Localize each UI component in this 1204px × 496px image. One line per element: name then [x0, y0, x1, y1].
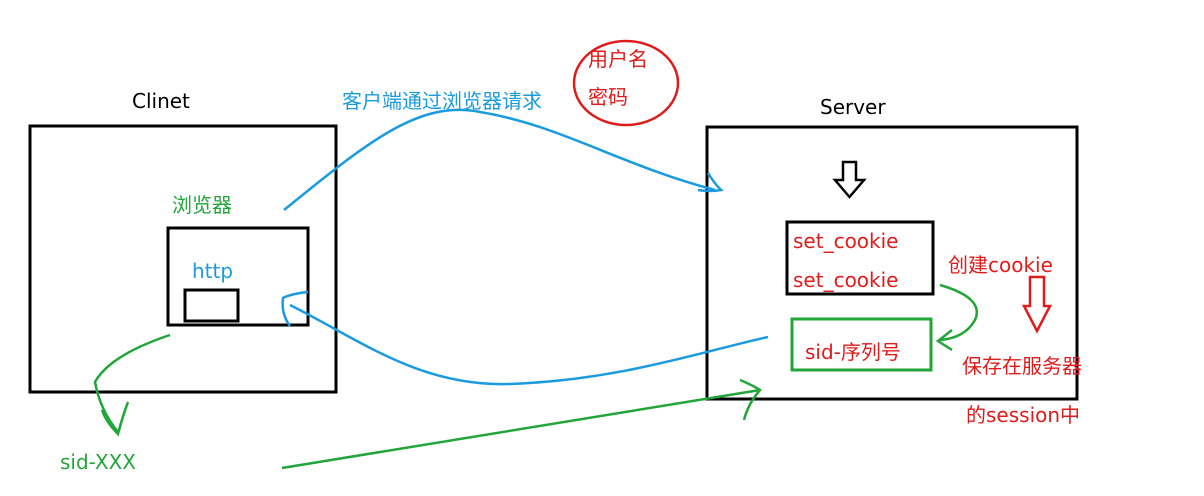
cookie-to-sid-arrowhead-icon	[935, 329, 953, 352]
client-title: Clinet	[132, 89, 190, 113]
credentials-line-1: 用户名	[588, 47, 648, 71]
red-down-arrow-icon	[1021, 275, 1053, 334]
save-note-line-2: 的session中	[966, 403, 1080, 427]
set-cookie-line-2: set_cookie	[793, 268, 898, 292]
response-arrow	[289, 303, 769, 386]
http-box	[166, 226, 310, 327]
http-label: http	[192, 259, 233, 283]
sid-box-label: sid-序列号	[805, 340, 901, 364]
browser-label: 浏览器	[172, 193, 232, 217]
client-to-server-arrowhead-icon	[739, 378, 762, 421]
client-box	[28, 124, 338, 394]
create-cookie-note: 创建cookie	[948, 253, 1053, 277]
down-arrow-icon	[832, 160, 867, 199]
request-arrowhead-icon	[697, 172, 724, 193]
server-title: Server	[820, 95, 886, 119]
request-note: 客户端通过浏览器请求	[342, 89, 542, 113]
client-to-server-arrow	[281, 388, 761, 470]
cookie-to-sid-arrow	[939, 283, 978, 342]
save-note-line-1: 保存在服务器	[962, 354, 1082, 378]
response-arrowhead-icon	[281, 290, 309, 327]
http-inner-box	[183, 288, 240, 323]
server-box	[705, 125, 1079, 401]
sid-box	[790, 317, 933, 372]
set-cookie-line-1: set_cookie	[793, 229, 898, 253]
http-to-sid-arrowhead-icon	[100, 401, 130, 437]
client-sid-label: sid-XXX	[60, 450, 136, 474]
request-arrow	[283, 108, 716, 211]
credentials-line-2: 密码	[588, 85, 628, 109]
http-to-sid-arrow	[93, 333, 171, 433]
credentials-circle	[572, 39, 680, 127]
set-cookie-box	[785, 220, 935, 296]
